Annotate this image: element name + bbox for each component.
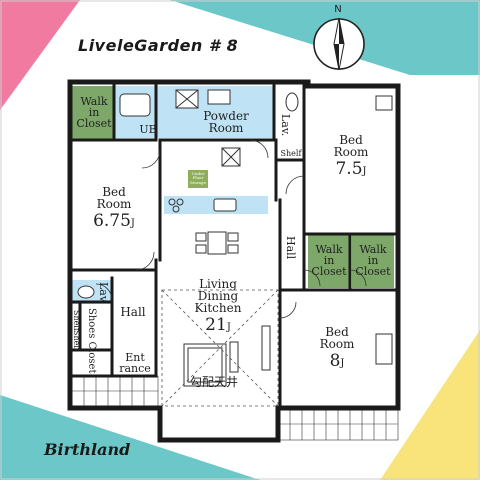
compass-icon (313, 17, 365, 71)
stove-burner-1 (168, 198, 176, 206)
bed-ne-pillow (375, 95, 393, 111)
ub-label: UB (139, 123, 157, 136)
shelf-top-label: Shelf (280, 149, 302, 158)
compass-north-label: N (334, 4, 342, 15)
dining-table (207, 231, 227, 255)
closet-fill-nw (72, 86, 114, 140)
shelf-left-1-label: Shelf (72, 310, 81, 331)
doors (95, 139, 367, 319)
bed-w-unit: J (130, 218, 135, 229)
closet-fill-east (352, 234, 394, 288)
bed-ne-size: 7.5 (335, 159, 363, 179)
closet-fill-center (308, 234, 350, 288)
sofa (183, 343, 227, 387)
yellow-corner-bottom-right (380, 330, 480, 480)
deck-entrance (71, 375, 159, 407)
hall-right-label: Hall (284, 236, 297, 260)
tv-board (261, 325, 271, 371)
bathtub-icon (119, 93, 151, 117)
bed-se-unit: J (340, 358, 345, 369)
shelf-left-2-label: Shelf (72, 330, 81, 351)
vaulted-ceiling-label: 勾配天井 (189, 375, 238, 389)
pink-corner-top-left (0, 0, 80, 110)
deck-bottom (277, 407, 399, 441)
bed-ne-unit: J (362, 166, 367, 177)
stove-burner-2 (176, 198, 184, 206)
kitchen-sink-icon (213, 198, 237, 212)
range-hood-icon (221, 147, 241, 167)
teal-corner-bottom-left (0, 395, 260, 480)
toilet-icon-left (77, 285, 95, 299)
hall-left-label: Hall (120, 305, 146, 319)
brand-name: Birthland (44, 440, 131, 459)
bed-w-size: 6.75 (93, 211, 131, 231)
lav-top-label: Lav. (279, 114, 292, 137)
toilet-icon-top (285, 92, 299, 112)
washer-icon (207, 89, 231, 105)
shoes-closet-label: Shoes Closet (86, 308, 97, 374)
fridge-label: Under Floor Storage (190, 171, 206, 185)
walls (67, 79, 401, 443)
vaulted-ceiling-marks (161, 289, 279, 407)
coffee-table (229, 341, 239, 373)
stove-burner-3 (172, 205, 180, 213)
bed-se-pillow (375, 333, 393, 365)
ldk-size: 21 (205, 315, 227, 335)
fridge-fill (188, 170, 208, 188)
bed-se-size: 8 (329, 351, 341, 371)
lav-left-label: Lav. (97, 282, 110, 305)
ldk-unit: J (226, 322, 231, 333)
plan-title: LiveleGarden # 8 (78, 36, 239, 55)
fixtures (77, 89, 393, 387)
